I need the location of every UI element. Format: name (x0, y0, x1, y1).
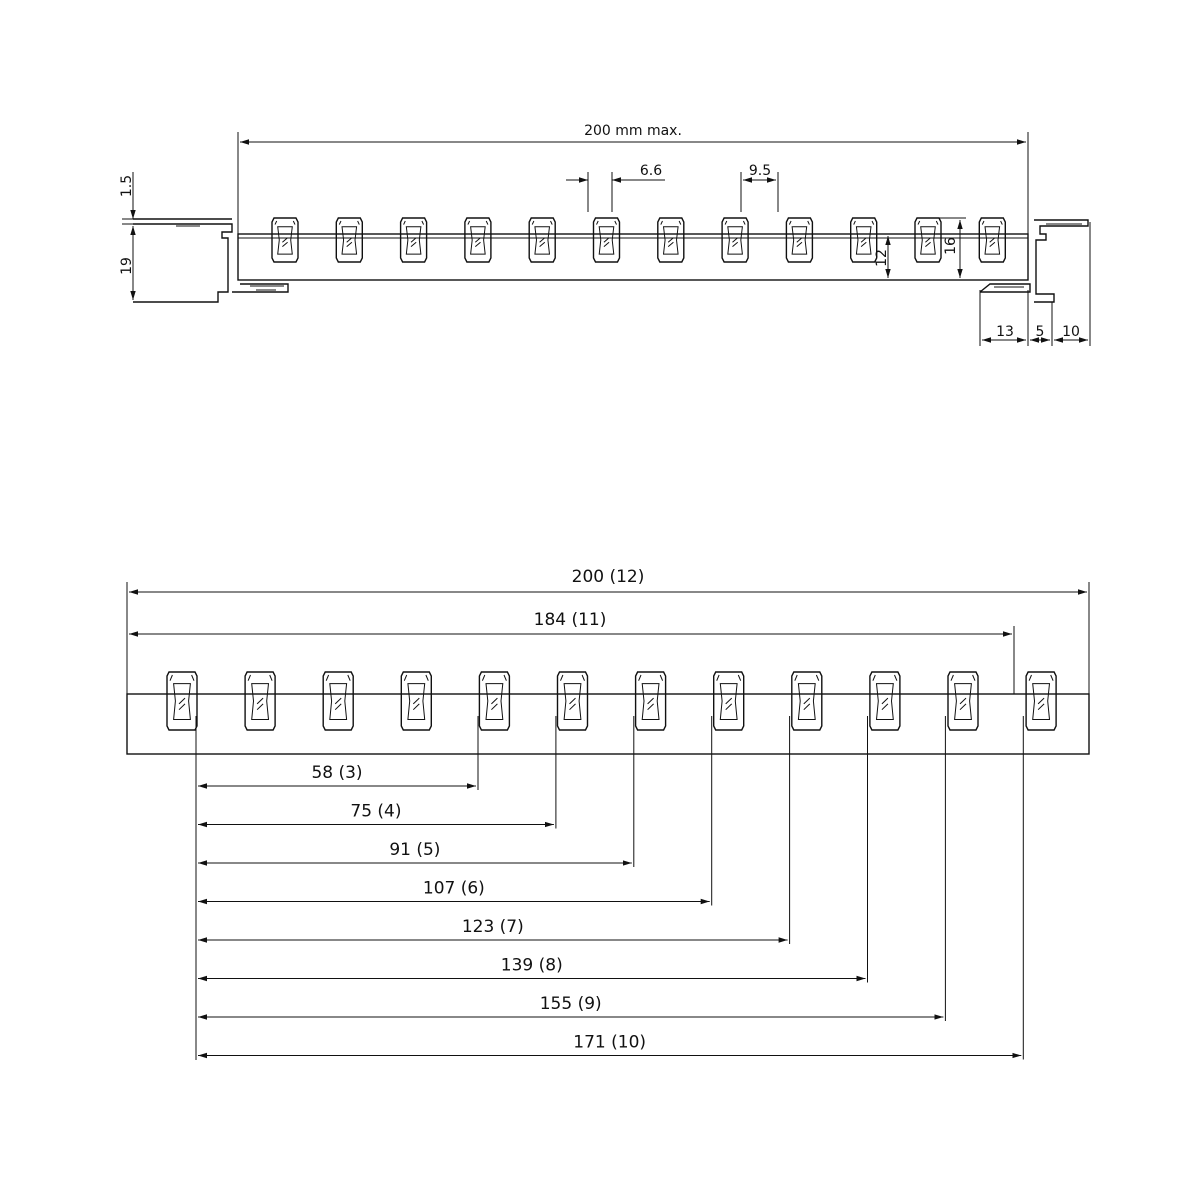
bottom-clip (869, 671, 901, 731)
top-clip (592, 217, 621, 263)
dim-200-label: 200 mm max. (584, 123, 682, 139)
top-clip (271, 217, 299, 263)
left-end-profile (133, 218, 289, 303)
top-clips (271, 217, 1006, 263)
top-rail-body (237, 233, 1029, 281)
dim-label: 155 (9) (540, 994, 602, 1014)
dim-bottom-10-label: 10 (1062, 324, 1080, 340)
dim-184-11-label: 184 (11) (534, 610, 607, 630)
dim-label: 107 (6) (423, 879, 485, 899)
bottom-clips (166, 671, 1057, 731)
bottom-clip (1025, 671, 1057, 731)
dim-label: 123 (7) (462, 917, 524, 937)
bottom-clip (791, 671, 823, 731)
dim-label: 91 (5) (389, 840, 440, 860)
dim-flange-height-label: 1.5 (119, 175, 135, 197)
dim-label: 75 (4) (350, 802, 401, 822)
top-clip (914, 217, 942, 263)
bottom-view: 200 (12) 184 (11) 58 (3) 75 (4) 91 (5) 107 … (126, 567, 1090, 1060)
bottom-clip (947, 671, 979, 731)
bottom-dimensions: 58 (3) 75 (4) 91 (5) 107 (6) 123 (7) 139 (8) 1… (198, 716, 1024, 1060)
bottom-clip (634, 671, 667, 731)
top-clip (399, 217, 428, 263)
top-clip (785, 217, 814, 263)
dim-bottom-13-label: 13 (996, 324, 1014, 340)
right-end-profile (979, 219, 1089, 303)
top-clip (978, 217, 1006, 263)
dim-label: 139 (8) (501, 956, 563, 976)
dim-rail-height-label: 12 (874, 249, 890, 267)
bottom-clip (322, 671, 354, 731)
bottom-rail-body (126, 693, 1090, 755)
top-clip (464, 217, 492, 263)
dim-bottom-5-label: 5 (1036, 324, 1045, 340)
dim-200-12-label: 200 (12) (572, 567, 645, 587)
top-clip (657, 217, 685, 263)
bottom-clip (556, 671, 589, 731)
top-clip (850, 217, 878, 263)
bottom-clip (166, 671, 198, 731)
dim-clip-width-label: 6.6 (640, 163, 662, 179)
top-view: 200 mm max. 6.6 9.5 1.5 19 12 16 (119, 123, 1091, 346)
bottom-clip (400, 671, 432, 731)
top-clip (335, 217, 363, 263)
top-clip (528, 217, 556, 263)
top-clip (721, 217, 749, 263)
bottom-clip (244, 671, 276, 731)
dim-label: 171 (10) (573, 1033, 646, 1053)
dim-clip-height-label: 16 (943, 237, 959, 255)
dim-pitch-label: 9.5 (749, 163, 771, 179)
dim-profile-height-label: 19 (119, 257, 135, 275)
dim-label: 58 (3) (311, 763, 362, 783)
bottom-clip (713, 671, 745, 731)
bottom-clip (478, 671, 511, 731)
